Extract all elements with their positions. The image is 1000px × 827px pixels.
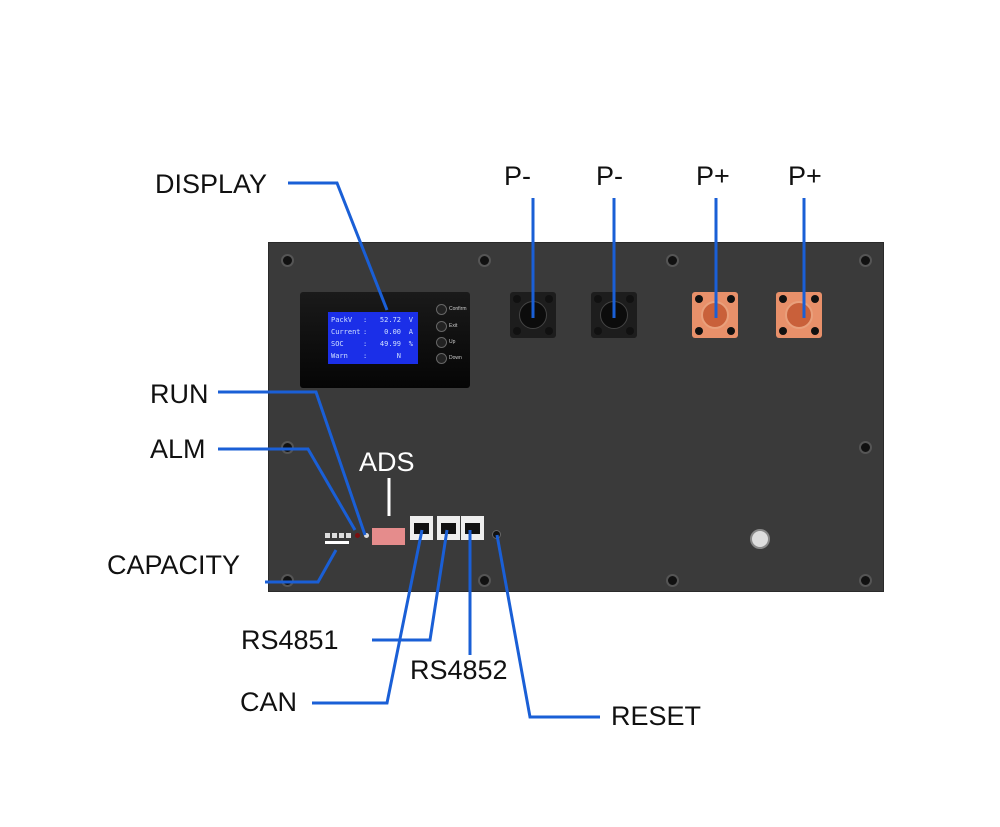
label-p-plus: P+ <box>696 161 730 191</box>
label-ads: ADS <box>359 447 415 477</box>
screen-row: SOC:49.99% <box>331 340 413 348</box>
leader-alm <box>218 447 357 531</box>
leader-capacity <box>265 549 338 584</box>
up-button[interactable] <box>436 337 447 348</box>
label-reset: RESET <box>611 701 702 731</box>
alm-led <box>355 533 360 538</box>
ads-dip-switch[interactable] <box>372 528 405 545</box>
screw <box>281 254 294 267</box>
label-p-minus: P- <box>596 161 623 191</box>
label-rs4852: RS4852 <box>410 655 508 685</box>
label-can: CAN <box>240 687 298 717</box>
screw <box>478 574 491 587</box>
screw <box>859 254 872 267</box>
screw <box>859 574 872 587</box>
leader-rs4851 <box>372 529 449 642</box>
label-run: RUN <box>150 379 209 409</box>
run-led <box>364 533 369 538</box>
leader-display <box>288 181 389 311</box>
down-button[interactable] <box>436 353 447 364</box>
screen-row: Warn:N <box>331 352 401 360</box>
leader-run <box>218 390 367 536</box>
screw <box>478 254 491 267</box>
label-rs4851: RS4851 <box>241 625 339 655</box>
label-display: DISPLAY <box>155 169 268 199</box>
label-capacity: CAPACITY <box>107 550 241 580</box>
leader-reset <box>495 534 600 719</box>
screw <box>859 441 872 454</box>
exit-button[interactable] <box>436 321 447 332</box>
capacity-bar <box>325 541 349 544</box>
confirm-button[interactable] <box>436 304 447 315</box>
screw <box>666 574 679 587</box>
leader-can <box>312 529 424 705</box>
label-alm: ALM <box>150 434 206 464</box>
capacity-leds <box>325 533 351 538</box>
can-port <box>410 516 433 540</box>
screw <box>666 254 679 267</box>
label-p-minus: P- <box>504 161 531 191</box>
rs4851-port <box>437 516 460 540</box>
rs4852-port <box>461 516 484 540</box>
label-p-plus: P+ <box>788 161 822 191</box>
vent-knob <box>750 529 770 549</box>
positive-terminal <box>776 292 822 338</box>
